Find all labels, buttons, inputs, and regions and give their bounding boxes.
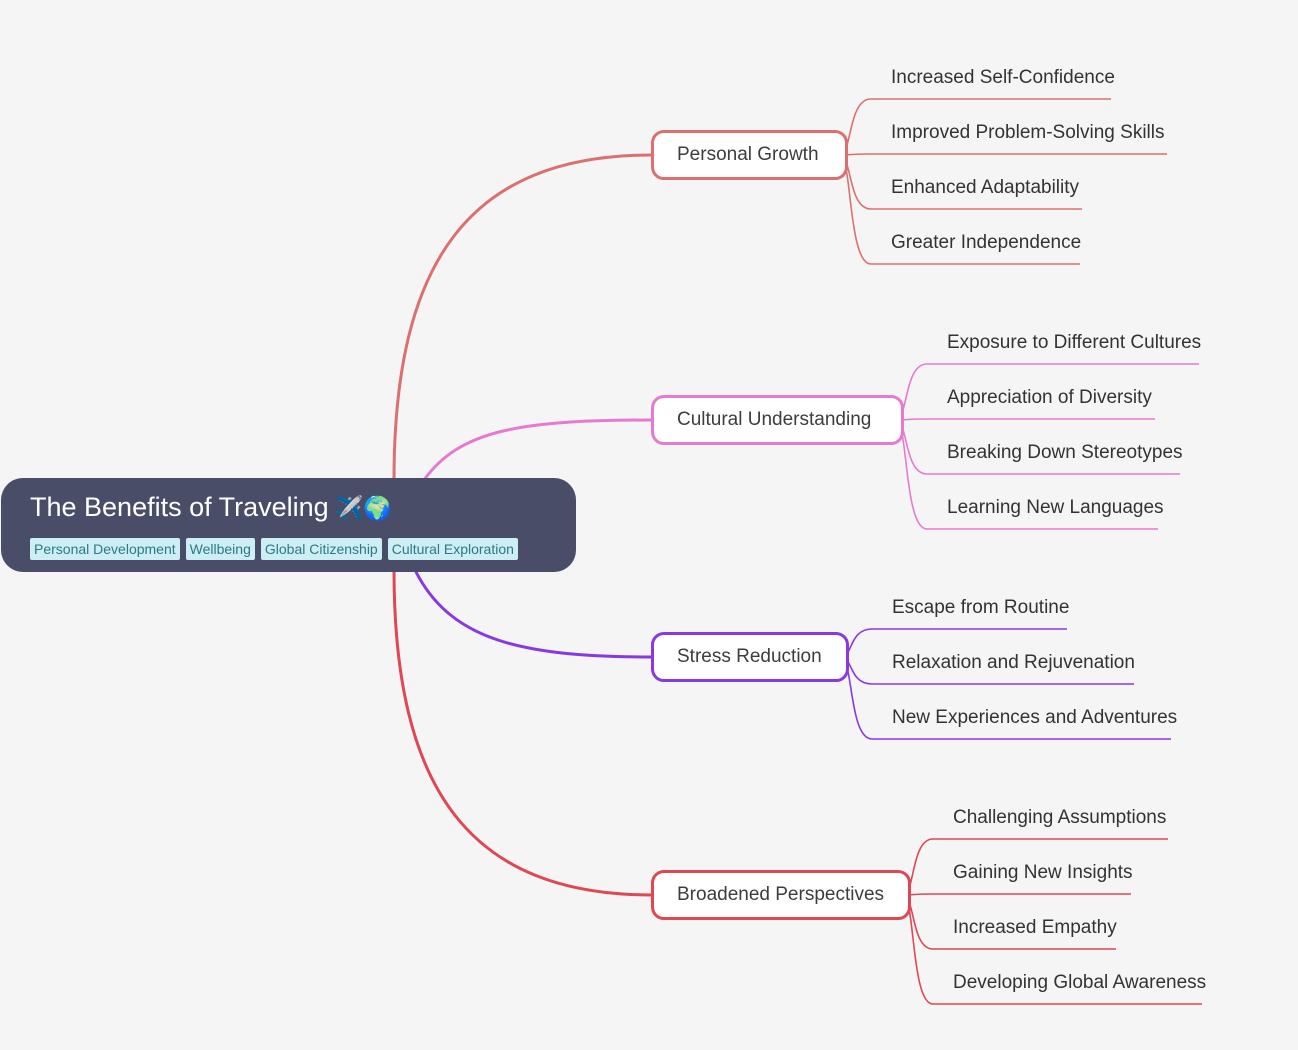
leaf-developing-global-awareness[interactable]: Developing Global Awareness (953, 972, 1207, 993)
root-title: The Benefits of Traveling (30, 492, 329, 522)
leaf-gaining-new-insights[interactable]: Gaining New Insights (953, 862, 1133, 883)
branch-stress-reduction[interactable]: Stress Reduction (651, 632, 849, 682)
plane-globe-icon: ✈️🌍 (334, 495, 392, 521)
branch-label: Cultural Understanding (677, 409, 872, 430)
main-connector (413, 569, 653, 659)
root-topic[interactable]: The Benefits of Traveling✈️🌍 Personal De… (1, 478, 576, 572)
leaf-escape-from-routine[interactable]: Escape from Routine (892, 597, 1070, 618)
branch-personal-growth[interactable]: Personal Growth (651, 130, 848, 180)
root-title-row: The Benefits of Traveling✈️🌍 (30, 490, 576, 525)
tag-wellbeing[interactable]: Wellbeing (185, 538, 255, 560)
leaf-connector (839, 153, 1167, 156)
tag-personal-development[interactable]: Personal Development (30, 538, 180, 560)
main-connector (392, 569, 653, 897)
branch-cultural-understanding[interactable]: Cultural Understanding (651, 395, 904, 445)
leaf-increased-empathy[interactable]: Increased Empathy (953, 917, 1117, 938)
leaf-increased-self-confidence[interactable]: Increased Self-Confidence (891, 67, 1115, 88)
leaf-new-experiences-and-adventures[interactable]: New Experiences and Adventures (892, 707, 1178, 728)
branch-label: Stress Reduction (677, 646, 822, 667)
main-connector (422, 418, 653, 481)
leaf-connector (902, 893, 1131, 896)
leaf-connector (895, 418, 1155, 421)
leaf-exposure-to-different-cultures[interactable]: Exposure to Different Cultures (947, 332, 1202, 353)
branch-broadened-perspectives[interactable]: Broadened Perspectives (651, 870, 911, 920)
leaf-breaking-down-stereotypes[interactable]: Breaking Down Stereotypes (947, 442, 1183, 463)
leaf-challenging-assumptions[interactable]: Challenging Assumptions (953, 807, 1167, 828)
main-connector (392, 153, 653, 481)
tag-cultural-exploration[interactable]: Cultural Exploration (387, 538, 518, 560)
leaf-greater-independence[interactable]: Greater Independence (891, 232, 1082, 253)
branch-label: Personal Growth (677, 144, 819, 165)
tag-list: Personal Development Wellbeing Global Ci… (30, 538, 518, 560)
leaf-relaxation-and-rejuvenation[interactable]: Relaxation and Rejuvenation (892, 652, 1135, 673)
leaf-appreciation-of-diversity[interactable]: Appreciation of Diversity (947, 387, 1152, 408)
leaf-enhanced-adaptability[interactable]: Enhanced Adaptability (891, 177, 1080, 198)
leaf-improved-problem-solving[interactable]: Improved Problem-Solving Skills (891, 122, 1165, 143)
tag-global-citizenship[interactable]: Global Citizenship (260, 538, 382, 560)
branch-label: Broadened Perspectives (677, 884, 885, 905)
leaf-learning-new-languages[interactable]: Learning New Languages (947, 497, 1164, 518)
